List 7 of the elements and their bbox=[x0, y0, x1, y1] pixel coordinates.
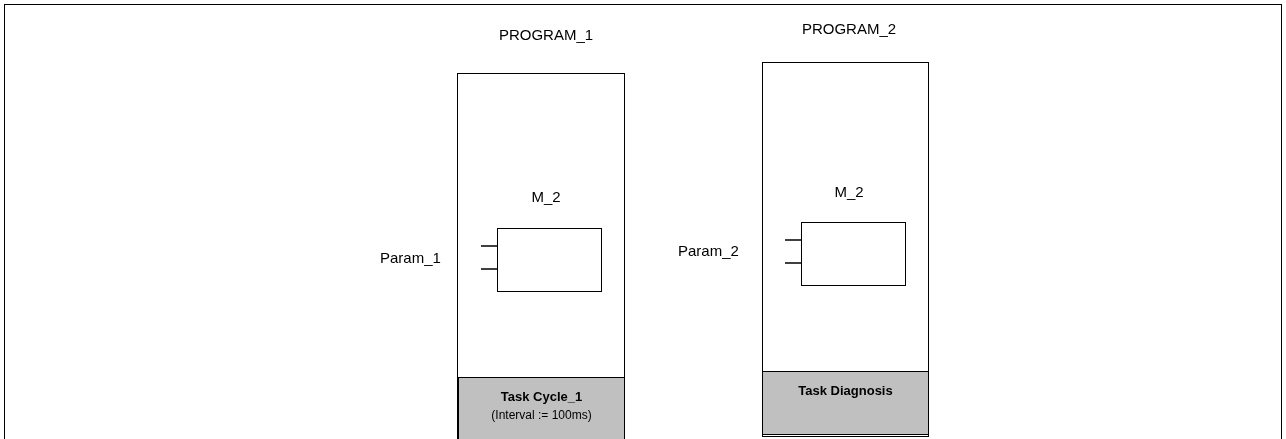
task-interval: (Interval := 100ms) bbox=[491, 408, 592, 422]
module-title: M_2 bbox=[531, 188, 561, 205]
task-name: Task Diagnosis bbox=[798, 383, 893, 398]
program-title: PROGRAM_1 bbox=[498, 26, 594, 43]
task-name: Task Cycle_1 bbox=[500, 389, 583, 404]
program-title: PROGRAM_2 bbox=[801, 20, 897, 37]
module-title: M_2 bbox=[834, 183, 864, 200]
